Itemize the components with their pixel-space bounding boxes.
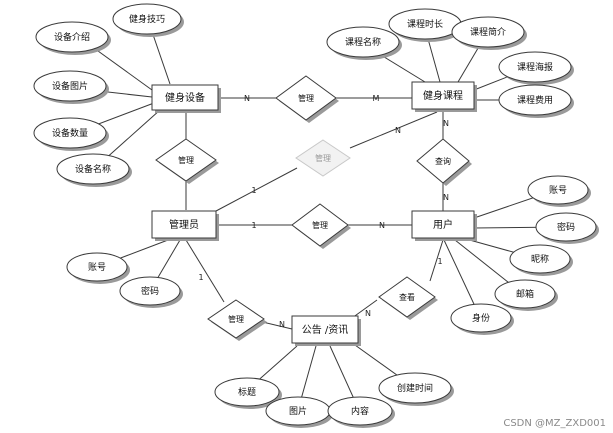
rel-view-user-notice: 查看: [378, 276, 438, 320]
card-admin-course-admin: 1: [251, 186, 256, 195]
card-admin-notice-admin: 1: [198, 273, 203, 282]
watermark: CSDN @MZ_ZXD001: [503, 418, 606, 429]
attr-course-name: 课程名称: [326, 26, 402, 60]
attr-admin-password-label: 密码: [141, 285, 159, 297]
attr-equipment-image-label: 设备图片: [52, 80, 88, 92]
attr-notice-title: 标题: [214, 377, 282, 409]
rel-view-user-course: 查询: [416, 138, 472, 186]
card-admin-course-course: N: [395, 126, 401, 135]
attr-notice-created-label: 创建时间: [397, 382, 433, 394]
rel-manage-admin-course: 管理: [295, 139, 351, 177]
attr-course-duration-label: 课程时长: [407, 18, 443, 30]
card-user-course-course: N: [443, 119, 449, 128]
attr-course-poster-label: 课程海报: [517, 61, 553, 73]
card-equipment-course-equipment: N: [244, 94, 250, 103]
rel-manage-admin-user-label: 管理: [312, 220, 328, 230]
attr-equipment-name-label: 设备名称: [75, 163, 111, 175]
entity-notice-label: 公告 /资讯: [302, 323, 349, 336]
attr-equipment-intro: 设备介绍: [35, 21, 111, 55]
attr-equipment-quantity: 设备数量: [33, 117, 109, 151]
attr-user-password-label: 密码: [557, 221, 575, 233]
entity-course-label: 健身课程: [423, 89, 463, 102]
attr-equipment-image: 设备图片: [33, 70, 109, 104]
entity-admin-label: 管理员: [169, 218, 199, 231]
attr-user-email: 邮箱: [494, 279, 558, 311]
card-equipment-course-course: M: [373, 94, 380, 103]
entity-equipment: 健身设备: [151, 84, 221, 113]
attr-equipment-quantity-label: 设备数量: [52, 127, 88, 139]
attr-user-nickname-label: 昵称: [531, 253, 549, 265]
attr-course-summary: 课程简介: [451, 16, 527, 50]
rel-manage-equipment-course-label: 管理: [298, 93, 314, 103]
attr-course-poster: 课程海报: [498, 51, 574, 85]
attr-user-account-label: 账号: [549, 185, 567, 196]
attr-course-summary-label: 课程简介: [470, 26, 506, 38]
attr-equipment-name: 设备名称: [56, 153, 132, 187]
rel-manage-admin-user: 管理: [291, 203, 351, 249]
rel-manage-equipment-course: 管理: [275, 75, 339, 123]
rel-manage-admin-equipment: 管理: [155, 138, 219, 184]
card-user-notice-notice: N: [365, 309, 371, 318]
attr-user-account: 账号: [527, 175, 591, 207]
entity-admin: 管理员: [151, 210, 219, 241]
attr-course-fee-label: 课程费用: [517, 94, 553, 106]
attr-equipment-tips: 健身技巧: [112, 3, 184, 37]
attr-notice-title-label: 标题: [238, 386, 256, 398]
entity-user: 用户: [411, 210, 477, 241]
attr-course-duration: 课程时长: [388, 8, 464, 42]
attr-course-name-label: 课程名称: [345, 36, 381, 48]
entity-notice: 公告 /资讯: [291, 315, 361, 346]
card-user-notice-user: 1: [437, 257, 442, 266]
entity-equipment-label: 健身设备: [165, 91, 205, 104]
card-admin-notice-notice: N: [279, 320, 285, 329]
attr-admin-password: 密码: [119, 276, 183, 308]
attr-notice-content-label: 内容: [351, 405, 369, 417]
card-user-course-user: N: [443, 193, 449, 202]
attr-course-fee: 课程费用: [498, 84, 574, 118]
entity-user-label: 用户: [433, 218, 453, 231]
attr-notice-content: 内容: [327, 396, 395, 428]
attr-user-password: 密码: [535, 212, 599, 244]
attr-notice-image: 图片: [265, 396, 333, 428]
rel-manage-admin-equipment-label: 管理: [178, 155, 194, 165]
attr-user-nickname: 昵称: [509, 244, 573, 276]
card-admin-user-user: N: [379, 221, 385, 230]
attr-admin-account-label: 账号: [88, 262, 106, 273]
rel-view-user-course-label: 查询: [435, 156, 451, 166]
attr-equipment-intro-label: 设备介绍: [54, 31, 90, 43]
rel-manage-admin-notice: 管理: [207, 299, 267, 341]
cardinality-labels: N M 1 N 1 N N N 1 N 1 N: [198, 94, 449, 329]
rel-view-user-notice-label: 查看: [399, 292, 415, 302]
attr-admin-account: 账号: [66, 252, 130, 284]
rel-manage-admin-course-label: 管理: [315, 153, 331, 163]
card-admin-user-admin: 1: [251, 221, 256, 230]
attr-notice-image-label: 图片: [289, 405, 307, 417]
attr-user-identity-label: 身份: [472, 312, 490, 324]
attr-notice-created: 创建时间: [378, 372, 454, 406]
rel-manage-admin-notice-label: 管理: [228, 314, 244, 324]
attr-equipment-tips-label: 健身技巧: [129, 13, 165, 25]
entity-course: 健身课程: [411, 81, 477, 112]
attr-user-identity: 身份: [450, 303, 514, 335]
attr-user-email-label: 邮箱: [516, 288, 534, 300]
